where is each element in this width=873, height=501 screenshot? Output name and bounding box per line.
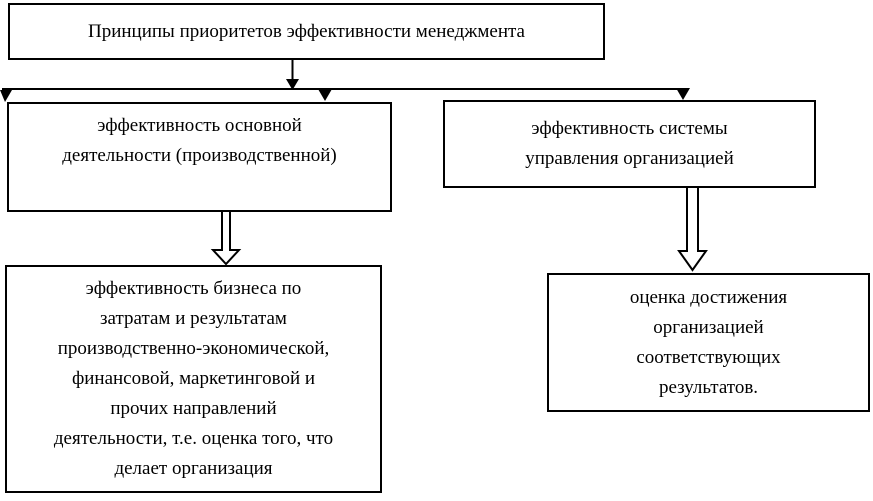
arrowhead-branch-left-box — [318, 89, 332, 101]
arrowhead-branch-far-left — [0, 90, 12, 102]
box-operational-efficiency-label: эффективность основной деятельности (про… — [62, 115, 337, 166]
title-box: Принципы приоритетов эффективности менед… — [8, 3, 605, 60]
box-business-efficiency-detail: эффективность бизнеса по затратам и резу… — [5, 265, 382, 493]
arrowhead-title-stem — [286, 79, 299, 90]
box-business-efficiency-detail-label: эффективность бизнеса по затратам и резу… — [53, 278, 334, 479]
double-arrow-right — [677, 187, 708, 272]
arrowhead-branch-right-box — [676, 88, 690, 100]
double-arrow-left — [210, 211, 242, 266]
box-management-system-efficiency-label: эффективность системы управления организ… — [525, 118, 734, 169]
box-results-assessment-label: оценка достижения организацией соответст… — [629, 286, 788, 398]
box-results-assessment: оценка достижения организацией соответст… — [547, 273, 870, 412]
box-operational-efficiency: эффективность основной деятельности (про… — [7, 102, 392, 212]
box-management-system-efficiency: эффективность системы управления организ… — [443, 100, 816, 188]
title-box-label: Принципы приоритетов эффективности менед… — [88, 20, 525, 42]
